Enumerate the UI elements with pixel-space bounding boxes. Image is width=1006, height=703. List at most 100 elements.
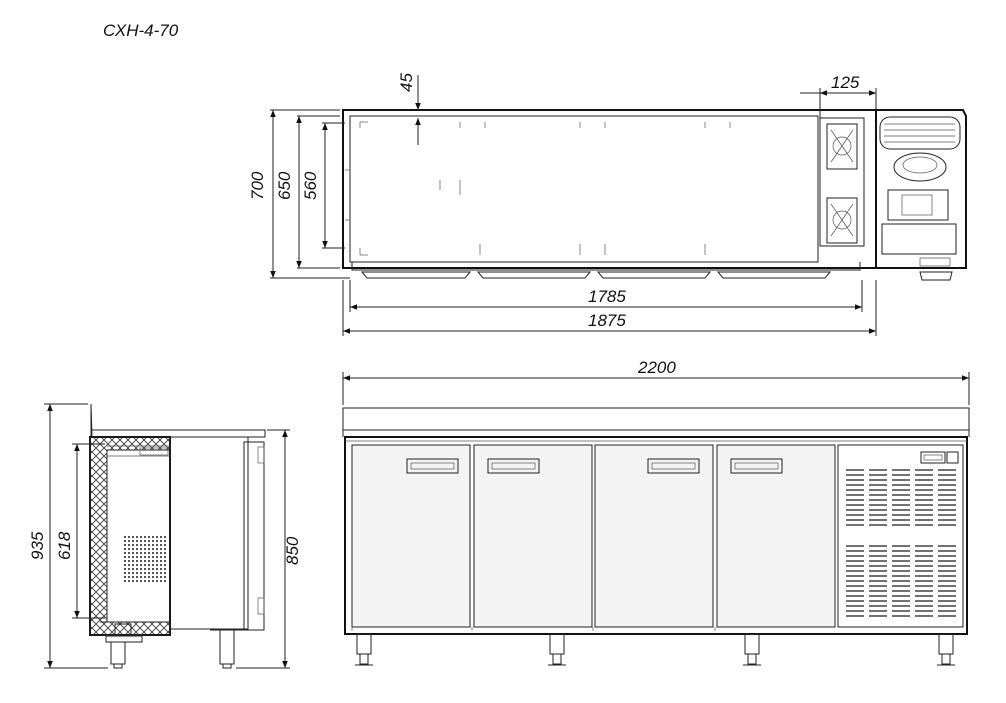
vent-dot: [140, 540, 142, 542]
vent-dot: [136, 568, 138, 570]
vent-dot: [140, 564, 142, 566]
vent-dot: [128, 536, 130, 538]
vent-dot: [160, 544, 162, 546]
vent-dot: [164, 580, 166, 582]
handle-4[interactable]: [730, 458, 783, 474]
vent-dot: [160, 572, 162, 574]
machine-grille: [837, 444, 964, 628]
vent-dot: [148, 572, 150, 574]
vent-dot: [128, 572, 130, 574]
dim-45: 45: [397, 73, 416, 92]
vent-dot: [124, 560, 126, 562]
vent-dot: [140, 576, 142, 578]
side-dimensions: [44, 403, 290, 669]
vent-dot: [152, 536, 154, 538]
vent-dot: [136, 576, 138, 578]
door-4[interactable]: [716, 444, 836, 628]
vent-dot: [148, 560, 150, 562]
vent-dot: [140, 556, 142, 558]
vent-dot: [148, 544, 150, 546]
vent-dot: [136, 552, 138, 554]
handle-3[interactable]: [647, 458, 700, 474]
vent-dot: [132, 556, 134, 558]
vent-dot: [136, 560, 138, 562]
vent-dot: [152, 548, 154, 550]
vent-dot: [136, 580, 138, 582]
dim-560: 560: [301, 171, 320, 200]
vent-dot: [148, 548, 150, 550]
vent-dot: [148, 564, 150, 566]
vent-dot: [156, 540, 158, 542]
vent-dot: [164, 536, 166, 538]
vent-dot: [128, 568, 130, 570]
vent-dot: [124, 572, 126, 574]
door-2[interactable]: [473, 444, 593, 628]
vent-dot: [128, 548, 130, 550]
dim-850: 850: [283, 536, 302, 565]
vent-dot: [160, 556, 162, 558]
handle-2[interactable]: [487, 458, 540, 474]
vent-dot: [132, 580, 134, 582]
vent-dot: [156, 536, 158, 538]
vent-dot: [152, 556, 154, 558]
vent-dot: [144, 580, 146, 582]
vent-dot: [124, 568, 126, 570]
dim-935: 935: [28, 531, 47, 560]
vent-dot: [124, 548, 126, 550]
vent-dot: [128, 576, 130, 578]
door-1[interactable]: [351, 444, 471, 628]
front-doors: [351, 444, 836, 628]
vent-dot: [144, 576, 146, 578]
vent-dot: [128, 556, 130, 558]
vent-dot: [140, 580, 142, 582]
vent-dot: [160, 576, 162, 578]
vent-dot: [148, 580, 150, 582]
vent-dot: [144, 568, 146, 570]
vent-dot: [160, 552, 162, 554]
top-view: [342, 109, 967, 281]
vent-slots: [846, 469, 956, 617]
side-vent: [124, 536, 166, 582]
vent-dot: [128, 544, 130, 546]
dim-700: 700: [248, 171, 267, 200]
vent-dot: [132, 536, 134, 538]
vent-dot: [132, 544, 134, 546]
dim-2200: 2200: [637, 358, 676, 377]
vent-dot: [132, 560, 134, 562]
vent-dot: [156, 568, 158, 570]
vent-dot: [144, 564, 146, 566]
vent-dot: [156, 564, 158, 566]
vent-dot: [164, 560, 166, 562]
vent-dot: [152, 580, 154, 582]
vent-dot: [124, 536, 126, 538]
vent-dot: [152, 552, 154, 554]
vent-dot: [124, 552, 126, 554]
vent-dot: [128, 552, 130, 554]
dim-1785: 1785: [588, 287, 626, 306]
vent-dot: [128, 540, 130, 542]
handle-1[interactable]: [406, 458, 459, 474]
vent-dot: [124, 576, 126, 578]
vent-dot: [152, 572, 154, 574]
vent-dot: [164, 576, 166, 578]
vent-dot: [156, 556, 158, 558]
vent-dot: [124, 540, 126, 542]
dim-1875: 1875: [588, 311, 626, 330]
model-title: СХН-4-70: [103, 21, 179, 40]
vent-dot: [152, 576, 154, 578]
vent-dot: [164, 548, 166, 550]
vent-dot: [152, 544, 154, 546]
vent-dot: [156, 548, 158, 550]
vent-dot: [156, 580, 158, 582]
door-handles: [406, 458, 783, 474]
vent-dot: [164, 564, 166, 566]
vent-dot: [156, 552, 158, 554]
vent-dot: [144, 556, 146, 558]
vent-dot: [144, 536, 146, 538]
vent-dot: [128, 580, 130, 582]
vent-dot: [136, 536, 138, 538]
vent-dot: [160, 568, 162, 570]
door-3[interactable]: [594, 444, 714, 628]
vent-dot: [164, 552, 166, 554]
